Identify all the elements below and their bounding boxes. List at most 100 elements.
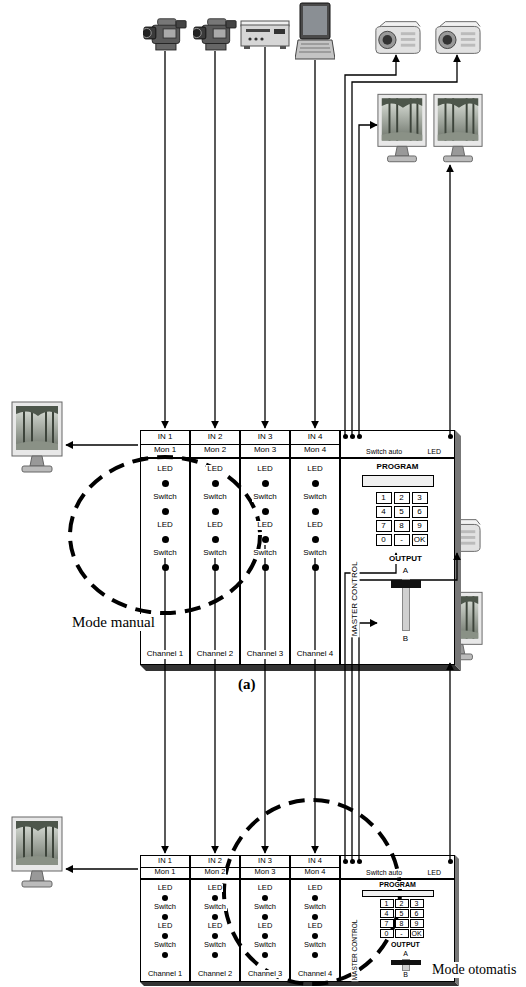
switch-button bbox=[262, 952, 268, 958]
switch-button bbox=[262, 914, 268, 920]
switch-button bbox=[212, 952, 218, 958]
switch-label: Switch bbox=[302, 493, 328, 502]
led-indicator bbox=[262, 480, 269, 487]
input-label: IN 4 bbox=[307, 857, 323, 865]
jack-dot bbox=[343, 859, 348, 864]
input-cell: IN 2Mon 2 bbox=[190, 855, 240, 879]
monitor bbox=[12, 402, 62, 472]
channel-label: Channel 4 bbox=[296, 650, 334, 659]
led-label: LED bbox=[426, 448, 442, 456]
mode-label: Mode otomatis bbox=[430, 962, 518, 978]
switch-label: Switch bbox=[303, 941, 327, 949]
led-label: LED bbox=[307, 922, 324, 930]
input-cell: IN 4Mon 4 bbox=[290, 855, 340, 879]
jack-dot bbox=[448, 434, 453, 439]
fader-knob bbox=[391, 960, 421, 965]
mixer-edge bbox=[140, 665, 461, 671]
monitor bbox=[378, 94, 426, 161]
led-indicator bbox=[212, 480, 219, 487]
divider-line bbox=[191, 444, 239, 445]
control-group: LEDSwitchLEDSwitch bbox=[252, 462, 278, 574]
switch-button bbox=[312, 508, 319, 515]
monitor-label: Mon 2 bbox=[204, 868, 227, 876]
output-cell: Switch autoLED bbox=[340, 430, 455, 458]
camcorder bbox=[192, 19, 236, 50]
keypad-key: 8 bbox=[394, 520, 410, 532]
led-indicator bbox=[212, 536, 219, 543]
mixer-body bbox=[140, 855, 455, 982]
input-wire bbox=[264, 545, 265, 853]
keypad-key: 6 bbox=[410, 909, 424, 918]
led-indicator bbox=[162, 536, 169, 543]
switch-button bbox=[162, 914, 168, 920]
switch-label: Switch bbox=[202, 493, 228, 502]
control-group: LEDSwitchLEDSwitch bbox=[303, 883, 327, 959]
control-group: LEDSwitchLEDSwitch bbox=[202, 462, 228, 574]
input-label: IN 1 bbox=[157, 433, 174, 442]
switch-button bbox=[312, 914, 318, 920]
position-a-label: A bbox=[402, 950, 409, 958]
jack-dot bbox=[350, 434, 355, 439]
mixer-edge bbox=[455, 430, 461, 671]
input-cell: IN 3Mon 3 bbox=[240, 430, 290, 458]
key-label: OK bbox=[411, 930, 421, 937]
switch-button bbox=[262, 508, 269, 515]
switch-button bbox=[212, 564, 219, 571]
jack-dot bbox=[357, 859, 362, 864]
dvd-player bbox=[241, 21, 289, 49]
divider-line bbox=[141, 444, 189, 445]
input-label: IN 4 bbox=[307, 433, 324, 442]
keypad-key: 0 bbox=[380, 929, 394, 938]
switch-button bbox=[312, 952, 318, 958]
divider-line bbox=[241, 444, 289, 445]
led-indicator bbox=[212, 895, 218, 901]
position-a-label: A bbox=[402, 567, 409, 576]
monitor bbox=[12, 817, 62, 887]
key-label: 1 bbox=[385, 900, 389, 907]
keypad-key: OK bbox=[412, 534, 428, 546]
key-label: 4 bbox=[381, 508, 385, 516]
led-indicator bbox=[162, 480, 169, 487]
control-group: LEDSwitchLEDSwitch bbox=[203, 883, 227, 959]
keypad-key: 0 bbox=[376, 534, 392, 546]
switch-button bbox=[312, 564, 319, 571]
switch-button bbox=[212, 508, 219, 515]
key-label: 3 bbox=[417, 494, 421, 502]
display-window bbox=[362, 890, 434, 897]
jack-dot bbox=[350, 859, 355, 864]
channel-label: Channel 3 bbox=[247, 970, 283, 978]
led-indicator bbox=[312, 895, 318, 901]
led-label: LED bbox=[257, 922, 274, 930]
switch-button bbox=[262, 564, 269, 571]
led-indicator bbox=[162, 895, 168, 901]
led-label: LED bbox=[157, 922, 174, 930]
keypad-key: 3 bbox=[410, 899, 424, 908]
led-label: LED bbox=[256, 521, 274, 530]
input-label: IN 2 bbox=[207, 433, 224, 442]
jack-dot bbox=[343, 434, 348, 439]
keypad-key: - bbox=[395, 929, 409, 938]
keypad-key: 2 bbox=[395, 899, 409, 908]
led-indicator bbox=[162, 933, 168, 939]
output-wire bbox=[352, 55, 457, 436]
divider-line bbox=[291, 444, 339, 445]
switch-label: Switch bbox=[253, 903, 277, 911]
input-cell: IN 1Mon 1 bbox=[140, 855, 190, 879]
program-label: PROGRAM bbox=[376, 463, 420, 472]
switch-button bbox=[212, 914, 218, 920]
projector bbox=[376, 22, 420, 54]
input-wire bbox=[314, 60, 315, 428]
input-wire bbox=[164, 51, 165, 428]
key-label: 0 bbox=[381, 536, 385, 544]
monitor-label: Mon 4 bbox=[303, 446, 327, 455]
led-indicator bbox=[312, 933, 318, 939]
switch-auto-label: Switch auto bbox=[365, 869, 403, 877]
led-label: LED bbox=[207, 884, 224, 892]
led-label: LED bbox=[207, 922, 224, 930]
switch-label: Switch bbox=[152, 549, 178, 558]
led-indicator bbox=[312, 536, 319, 543]
keypad-key: 7 bbox=[380, 919, 394, 928]
output-label: OUTPUT bbox=[390, 941, 421, 949]
channel-strip: LEDSwitchLEDSwitchChannel 3 bbox=[240, 458, 290, 665]
